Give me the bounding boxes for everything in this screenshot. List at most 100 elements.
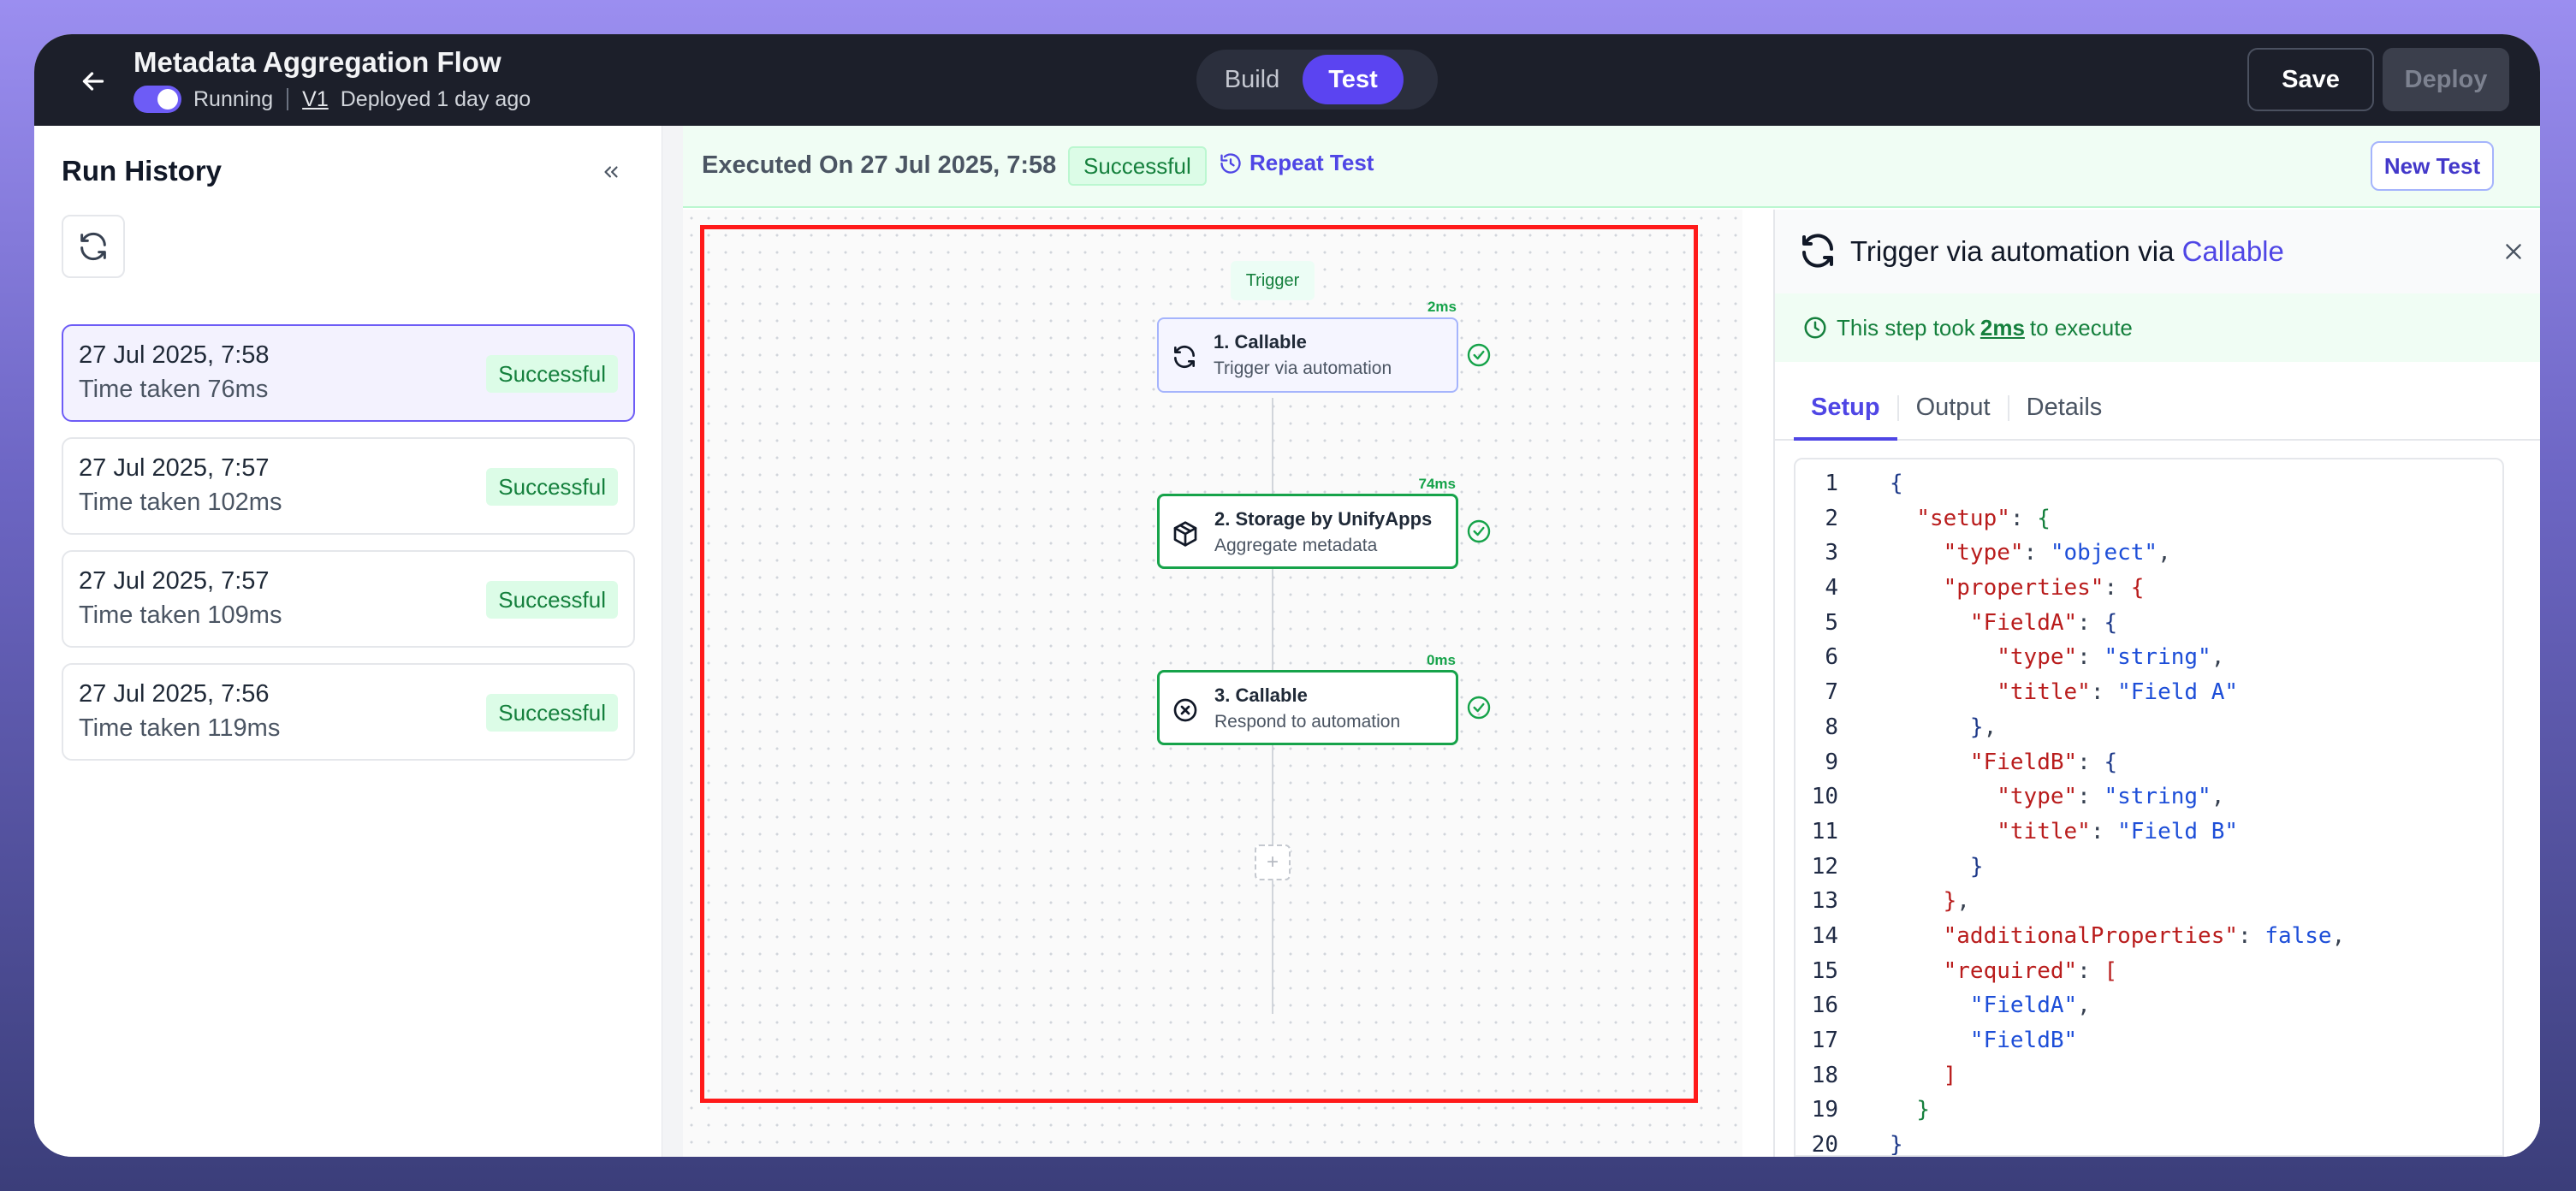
code-line: "FieldB": { <box>1969 749 2118 775</box>
trigger-label: Trigger <box>1231 261 1315 300</box>
flow-node[interactable]: 74ms 2. Storage by UnifyApps Aggregate m… <box>1157 476 1458 569</box>
line-number: 6 <box>1825 644 1838 671</box>
deploy-button[interactable]: Deploy <box>2383 48 2509 111</box>
line-number: 19 <box>1811 1097 1838 1123</box>
line-number: 3 <box>1825 540 1838 566</box>
check-circle-icon <box>1467 519 1491 543</box>
status-badge: Successful <box>486 355 618 393</box>
line-number: 12 <box>1811 853 1838 880</box>
mode-test-button[interactable]: Test <box>1303 55 1404 104</box>
run-date: 27 Jul 2025, 7:57 <box>79 567 270 595</box>
app-window: Metadata Aggregation Flow Running V1 Dep… <box>34 34 2540 1157</box>
status-badge: Successful <box>486 581 618 619</box>
tab-setup[interactable]: Setup <box>1794 376 1897 441</box>
tab-details[interactable]: Details <box>2026 393 2103 421</box>
status-badge: Successful <box>486 468 618 506</box>
repeat-test-button[interactable]: Repeat Test <box>1219 150 1374 176</box>
run-duration: Time taken 119ms <box>79 714 281 742</box>
refresh-button[interactable] <box>62 215 125 278</box>
run-duration: Time taken 76ms <box>79 376 269 403</box>
code-content: { "setup": { "type": "object", "properti… <box>1890 466 2502 1157</box>
close-circle-icon <box>1172 696 1199 724</box>
line-numbers: 1 2 3 4 5 6 7 8 9 10 11 12 13 14 15 16 1 <box>1795 459 1855 1155</box>
panel-title-text: Trigger via automation via <box>1850 235 2182 267</box>
line-number: 4 <box>1825 575 1838 601</box>
tab-divider <box>1896 395 1899 421</box>
check-circle-icon <box>1467 343 1491 367</box>
status-badge: Successful <box>486 694 618 732</box>
node-duration: 74ms <box>1418 476 1456 492</box>
line-number: 1 <box>1825 471 1838 496</box>
run-date: 27 Jul 2025, 7:57 <box>79 454 270 482</box>
code-editor[interactable]: 1 2 3 4 5 6 7 8 9 10 11 12 13 14 15 16 1 <box>1794 458 2504 1157</box>
box-icon <box>1172 520 1199 548</box>
save-button[interactable]: Save <box>2247 48 2374 111</box>
line-number: 16 <box>1811 992 1838 1019</box>
tab-divider <box>2007 395 2009 421</box>
tab-output[interactable]: Output <box>1915 393 1991 421</box>
code-line: "type": "string", <box>1997 644 2225 671</box>
line-number: 13 <box>1811 888 1838 915</box>
code-line: "type": "string", <box>1997 784 2225 810</box>
node-subtitle: Aggregate metadata <box>1214 536 1378 555</box>
back-arrow-icon[interactable] <box>72 60 115 103</box>
running-status: Running <box>193 86 274 111</box>
mode-build-button[interactable]: Build <box>1224 65 1280 93</box>
flow-node[interactable]: 0ms 3. Callable Respond to automation <box>1157 652 1458 745</box>
step-timing-banner: This step took 2ms to execute <box>1775 293 2540 362</box>
code-line: "additionalProperties": false, <box>1943 922 2346 949</box>
add-step-button[interactable]: + <box>1255 844 1291 880</box>
node-title: 1. Callable <box>1214 331 1307 353</box>
line-number: 10 <box>1811 784 1838 810</box>
run-item[interactable]: 27 Jul 2025, 7:57 Time taken 102ms Succe… <box>62 437 635 535</box>
clock-icon <box>1804 317 1826 339</box>
repeat-test-label: Repeat Test <box>1249 150 1374 175</box>
top-bar: Metadata Aggregation Flow Running V1 Dep… <box>34 34 2540 126</box>
check-circle-icon <box>1467 696 1491 720</box>
run-history-title: Run History <box>62 155 223 187</box>
run-duration: Time taken 102ms <box>79 489 282 516</box>
run-item[interactable]: 27 Jul 2025, 7:56 Time taken 119ms Succe… <box>62 663 635 761</box>
run-item[interactable]: 27 Jul 2025, 7:57 Time taken 109ms Succe… <box>62 550 635 648</box>
run-date: 27 Jul 2025, 7:56 <box>79 680 270 708</box>
node-title: 3. Callable <box>1214 684 1308 706</box>
history-icon <box>1220 152 1241 174</box>
line-number: 7 <box>1825 679 1838 706</box>
close-icon[interactable] <box>2502 240 2525 263</box>
line-number: 18 <box>1811 1062 1838 1088</box>
code-line: ] <box>1943 1062 1957 1088</box>
run-date: 27 Jul 2025, 7:58 <box>79 341 270 369</box>
panel-tabs: Setup Output Details <box>1775 377 2540 441</box>
line-number: 17 <box>1811 1028 1838 1053</box>
panel-title: Trigger via automation via Callable <box>1850 235 2284 268</box>
version-link[interactable]: V1 <box>302 86 329 111</box>
mode-switch: Build Test <box>1196 50 1438 110</box>
code-line: "FieldA": { <box>1969 609 2118 636</box>
code-line: "type": "object", <box>1943 540 2171 566</box>
step-details-panel: Trigger via automation via Callable This… <box>1773 210 2540 1157</box>
run-duration: Time taken 109ms <box>79 601 282 629</box>
line-number: 8 <box>1825 714 1838 740</box>
line-number: 14 <box>1811 922 1838 949</box>
code-line: } <box>1890 1132 1903 1157</box>
run-item[interactable]: 27 Jul 2025, 7:58 Time taken 76ms Succes… <box>62 324 635 422</box>
flow-title: Metadata Aggregation Flow <box>134 46 502 78</box>
line-number: 15 <box>1811 957 1838 984</box>
sync-icon <box>1171 343 1198 370</box>
code-line: } <box>1969 853 1984 880</box>
flow-canvas[interactable]: Trigger 2ms 1. Callable Trigger via auto… <box>683 210 1742 1157</box>
line-number: 2 <box>1825 505 1838 531</box>
line-number: 5 <box>1825 609 1838 636</box>
collapse-icon[interactable] <box>596 157 626 187</box>
code-line: } <box>1916 1097 1930 1123</box>
code-line: "properties": { <box>1943 575 2145 601</box>
code-line: }, <box>1969 714 1997 740</box>
run-history-sidebar: Run History 27 Jul 2025, 7:58 Time taken… <box>34 126 662 1157</box>
code-line: }, <box>1943 888 1970 915</box>
running-toggle[interactable] <box>134 86 181 113</box>
flow-node[interactable]: 2ms 1. Callable Trigger via automation <box>1157 299 1458 393</box>
execution-status-badge: Successful <box>1068 146 1207 186</box>
panel-title-accent: Callable <box>2181 235 2284 267</box>
new-test-button[interactable]: New Test <box>2371 141 2494 191</box>
refresh-icon <box>80 232 106 261</box>
